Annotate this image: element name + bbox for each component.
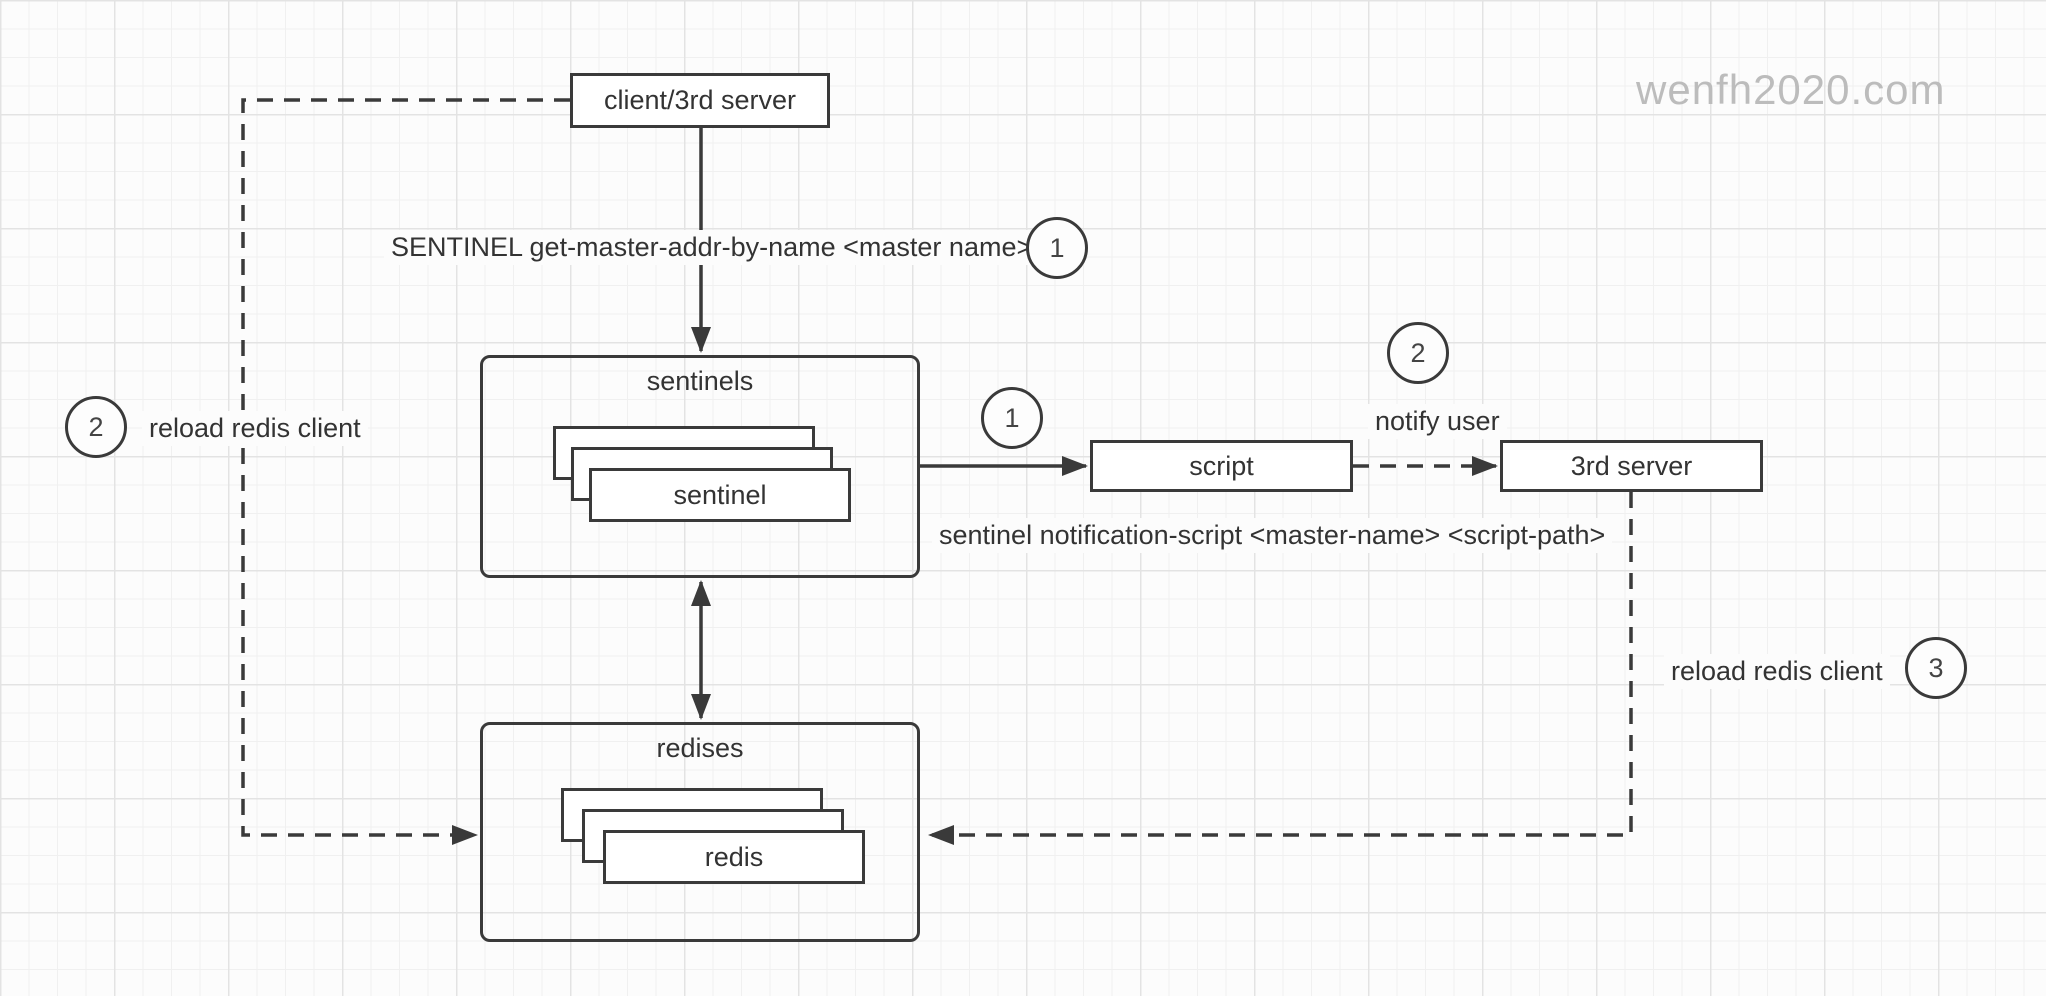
redis-stack-front: redis bbox=[603, 830, 865, 884]
node-redises-group: redises redis bbox=[480, 722, 920, 942]
sentinels-group-title: sentinels bbox=[646, 366, 754, 396]
label-notify-user: notify user bbox=[1368, 404, 1507, 439]
node-script-label: script bbox=[1189, 450, 1254, 481]
label-reload-redis-client-right: reload redis client bbox=[1664, 654, 1890, 689]
badge-step-3-reload-right: 3 bbox=[1905, 637, 1967, 699]
label-reload-redis-client-left: reload redis client bbox=[142, 411, 368, 446]
redis-stack-label: redis bbox=[704, 841, 764, 872]
redises-group-title: redises bbox=[656, 733, 744, 763]
badge-step-2-notify-user: 2 bbox=[1387, 322, 1449, 384]
label-sentinel-get-master-addr: SENTINEL get-master-addr-by-name <master… bbox=[384, 230, 1040, 265]
edge-third-server-to-redises-dashed bbox=[928, 492, 1633, 845]
watermark: wenfh2020.com bbox=[1636, 66, 1946, 113]
node-3rd-server: 3rd server bbox=[1500, 440, 1763, 492]
badge-step-2-reload-left: 2 bbox=[65, 396, 127, 458]
node-client-3rd-server: client/3rd server bbox=[570, 73, 830, 128]
badge-step-1-script-arrow: 1 bbox=[981, 387, 1043, 449]
sentinel-stack-label: sentinel bbox=[673, 479, 767, 510]
node-sentinels-group: sentinels sentinel bbox=[480, 355, 920, 578]
label-sentinel-notification-script: sentinel notification-script <master-nam… bbox=[932, 518, 1613, 553]
edge-client-to-redises-dashed bbox=[241, 98, 570, 845]
node-client-3rd-server-label: client/3rd server bbox=[603, 85, 797, 115]
node-3rd-server-label: 3rd server bbox=[1570, 450, 1693, 481]
sentinel-stack-front: sentinel bbox=[589, 468, 851, 522]
node-script: script bbox=[1090, 440, 1353, 492]
badge-step-1-get-master: 1 bbox=[1026, 217, 1088, 279]
